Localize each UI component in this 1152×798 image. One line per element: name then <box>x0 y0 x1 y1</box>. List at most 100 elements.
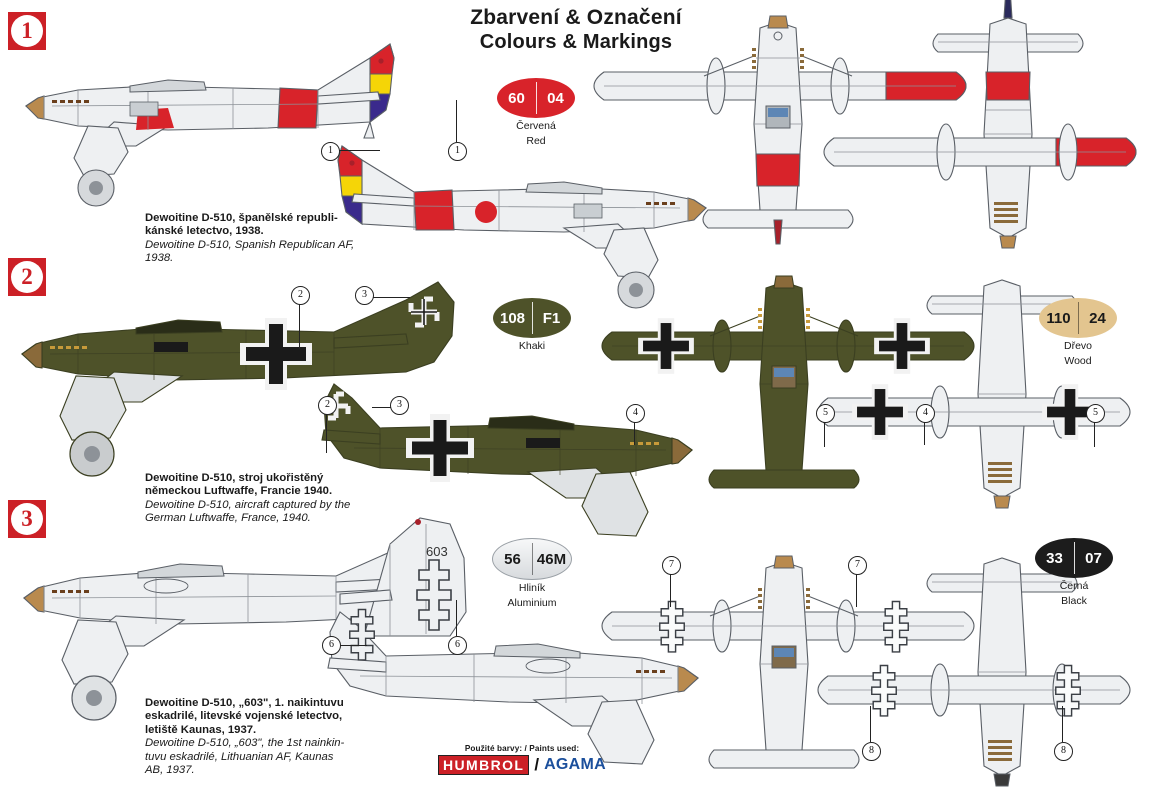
caption-2-cs-line1: Dewoitine D-510, stroj ukořistěný <box>145 472 324 484</box>
callout-3b: 6 <box>448 636 467 655</box>
paint-chip-aluminium-name-en: Aluminium <box>507 596 557 609</box>
caption-3-en-line1: Dewoitine D-510, „603", the 1st nainkin- <box>145 737 345 750</box>
paint-chip-red-name-en: Red <box>526 134 546 147</box>
paint-chip-black-divider <box>1073 542 1075 574</box>
callout-2f-leader <box>824 421 826 447</box>
callout-3c: 7 <box>662 556 681 575</box>
callout-1a: 1 <box>321 142 340 161</box>
paint-chip-black: 33 07 Černá Black <box>1026 538 1122 607</box>
callout-2c-leader <box>372 407 392 409</box>
caption-2-cs-line2: německou Luftwaffe, Francie 1940. <box>145 485 333 498</box>
paint-chip-black-humbrol: 33 <box>1046 549 1063 567</box>
paint-chip-red: 60 04 Červená Red <box>488 78 584 147</box>
callout-3d-leader <box>856 573 858 607</box>
paint-chip-black-oval: 33 07 <box>1035 538 1113 578</box>
paint-chip-black-name-cs: Černá <box>1059 580 1089 592</box>
variant-badge-2-number: 2 <box>11 261 43 293</box>
paint-chip-wood-name-en: Wood <box>1064 354 1092 367</box>
caption-2-en-line1: Dewoitine D-510, aircraft captured by th… <box>145 498 351 511</box>
paint-chip-wood: 110 24 Dřevo Wood <box>1030 298 1126 367</box>
callout-2d-leader <box>326 413 328 453</box>
paint-chip-aluminium: 56 46M Hliník Aluminium <box>484 538 580 609</box>
caption-variant-3: Dewoitine D-510, „603", 1. naikintuvu es… <box>145 697 360 777</box>
callout-3c-leader <box>670 573 672 607</box>
profile-1-right-side-view <box>336 126 726 309</box>
callout-2c: 3 <box>390 396 409 415</box>
caption-3-en-line3: AB, 1937. <box>145 764 195 777</box>
title-czech: Zbarvení & Označení <box>470 6 682 29</box>
plan-3-top-view <box>601 555 975 790</box>
variant-badge-2: 2 <box>8 258 46 296</box>
profile-3-tail-marking: 603 <box>330 508 510 668</box>
caption-variant-1: Dewoitine D-510, španělské republi- káns… <box>145 212 360 266</box>
agama-logo: AGAMA <box>544 756 607 773</box>
caption-1-cs-line1: Dewoitine D-510, španělské republi- <box>145 212 338 224</box>
callout-3a-leader <box>339 645 367 647</box>
caption-1-en-line1: Dewoitine D-510, Spanish Republican AF, <box>145 238 355 251</box>
callout-2a: 2 <box>291 286 310 305</box>
variant-badge-1: 1 <box>8 12 46 50</box>
callout-2f: 5 <box>816 404 835 423</box>
profile-2-left-side-view <box>14 276 484 486</box>
plan-1-bottom-view <box>823 0 1150 254</box>
paint-chip-red-name-cs: Červená <box>516 120 556 132</box>
brand-separator: / <box>534 755 540 774</box>
plan-3-bottom-view <box>817 557 1146 790</box>
caption-1-en-line2: 1938. <box>145 252 174 265</box>
paint-chip-aluminium-divider <box>531 543 533 575</box>
plan-2-top-view <box>601 275 975 508</box>
callout-2e-leader <box>634 421 636 445</box>
callout-3e-leader <box>870 706 872 742</box>
callout-2e: 4 <box>626 404 645 423</box>
paint-chip-wood-humbrol: 110 <box>1046 309 1071 327</box>
callout-1b-leader <box>456 100 458 142</box>
paint-chip-black-name-en: Black <box>1061 594 1087 607</box>
caption-variant-2: Dewoitine D-510, stroj ukořistěný německ… <box>145 472 360 526</box>
variant-badge-1-number: 1 <box>11 15 43 47</box>
paint-chip-black-agama: 07 <box>1085 549 1102 567</box>
variant-badge-3-number: 3 <box>11 503 43 535</box>
paint-chip-aluminium-oval: 56 46M <box>492 538 572 580</box>
caption-2-en-line2: German Luftwaffe, France, 1940. <box>145 512 311 525</box>
paint-chip-wood-agama: 24 <box>1089 309 1106 327</box>
plan-1-top-view <box>593 14 967 254</box>
callout-1a-leader <box>338 150 380 152</box>
paint-chip-khaki-name-cs: Khaki <box>518 340 546 352</box>
variant-badge-3: 3 <box>8 500 46 538</box>
callout-2b: 3 <box>355 286 374 305</box>
profile-1-left-side-view <box>18 18 408 228</box>
paint-chip-khaki-agama: F1 <box>542 309 561 327</box>
paint-chip-khaki-divider <box>531 302 533 334</box>
callout-1b: 1 <box>448 142 467 161</box>
paint-brand-logos: HUMBROL / AGAMA <box>424 755 620 775</box>
caption-3-en-line2: tuvu eskadrilé, Lithuanian AF, Kaunas <box>145 750 334 763</box>
callout-2g-leader <box>924 421 926 445</box>
callout-3d: 7 <box>848 556 867 575</box>
callout-2h: 5 <box>1086 404 1105 423</box>
paints-used-label: Použité barvy: / Paints used: <box>464 744 580 753</box>
callout-2b-leader <box>372 297 410 299</box>
paint-chip-khaki-oval: 108 F1 <box>493 298 571 338</box>
paint-chip-wood-name-cs: Dřevo <box>1063 340 1092 352</box>
tail-code-603: 603 <box>426 544 448 559</box>
callout-3f: 8 <box>1054 742 1073 761</box>
profile-3-right-side-view <box>327 608 706 772</box>
humbrol-logo: HUMBROL <box>437 755 530 775</box>
callout-3e: 8 <box>862 742 881 761</box>
paint-chip-wood-divider <box>1077 302 1079 334</box>
paint-chip-aluminium-humbrol: 56 <box>504 550 521 568</box>
paint-chip-aluminium-agama: 46M <box>536 550 567 568</box>
callout-2g: 4 <box>916 404 935 423</box>
paint-chip-wood-oval: 110 24 <box>1039 298 1117 338</box>
callout-3b-leader <box>456 600 458 636</box>
caption-3-cs-line2: eskadrilé, litevské vojenské letectvo, <box>145 710 343 723</box>
callout-2d: 2 <box>318 396 337 415</box>
caption-3-cs-line1: Dewoitine D-510, „603", 1. naikintuvu <box>145 697 344 709</box>
callout-2a-leader <box>299 303 301 349</box>
callout-2h-leader <box>1094 421 1096 447</box>
page-title: Zbarvení & Označení Colours & Markings <box>0 6 1152 54</box>
paint-chip-khaki-humbrol: 108 <box>499 309 526 327</box>
profile-2-right-side-view <box>321 382 700 542</box>
paint-chip-aluminium-name-cs: Hliník <box>518 582 546 594</box>
paints-used-footer: Použité barvy: / Paints used: HUMBROL / … <box>424 744 620 775</box>
